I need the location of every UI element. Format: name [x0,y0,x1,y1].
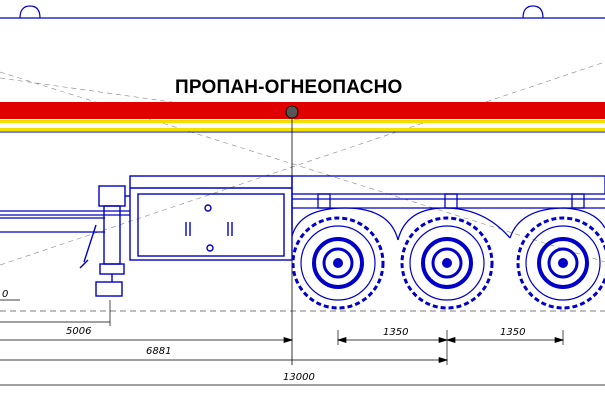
dim-1350-b: 1350 [500,327,525,338]
axle-wheel-1 [291,216,385,310]
dim-6881: 6881 [146,346,171,357]
equipment-cabinet [129,175,293,261]
axle-wheel-3 [516,216,605,310]
axle-wheel-2 [400,216,494,310]
red-stripe [0,102,605,119]
yellow-stripe-1 [0,120,605,123]
dim-1350-a: 1350 [383,327,408,338]
dimension-lines [0,299,605,386]
yellow-stripe-2 [0,128,605,131]
landing-gear [79,185,130,297]
dim-13000: 13000 [283,372,315,383]
tank-top-edge [0,5,605,19]
dim-left-cut: 0 [2,289,8,300]
dim-5006: 5006 [66,326,91,337]
cargo-warning-title: ПРОПАН-ОГНЕОПАСНО [175,77,403,98]
chassis-frame [0,175,605,233]
wheel-arches [291,207,605,241]
tank-stripes [0,102,605,133]
